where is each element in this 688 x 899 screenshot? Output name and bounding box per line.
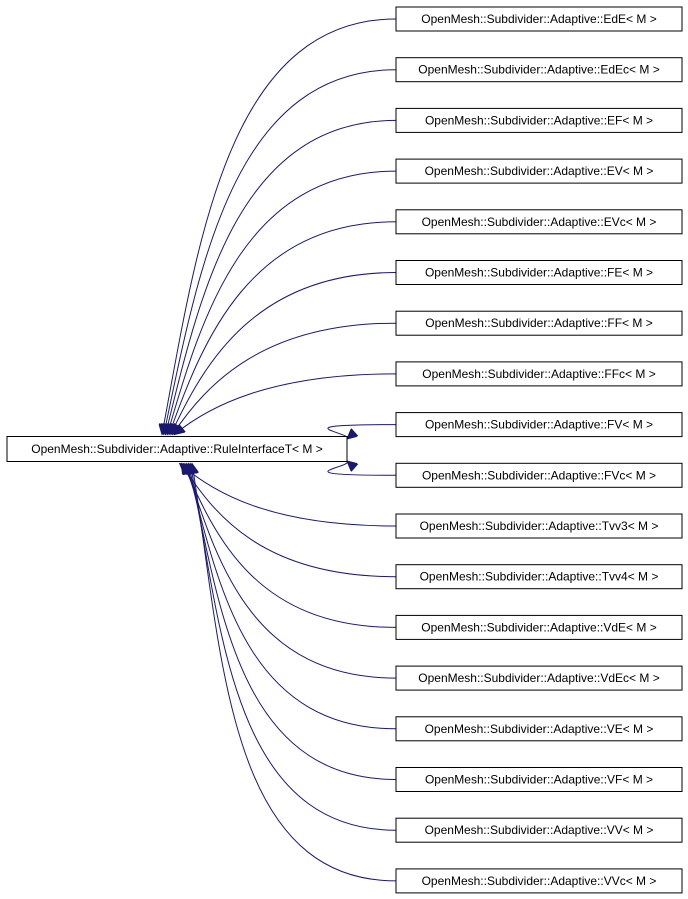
derived-class-node-ede-box <box>395 6 683 32</box>
inheritance-edge-ev <box>167 170 397 434</box>
inheritance-edge-vvc <box>192 464 397 882</box>
inheritance-edges <box>162 18 397 882</box>
derived-class-node-vf[interactable]: OpenMesh::Subdivider::Adaptive::VF< M > <box>395 767 683 792</box>
base-class-node[interactable]: OpenMesh::Subdivider::Adaptive::RuleInte… <box>6 436 348 462</box>
class-nodes: OpenMesh::Subdivider::Adaptive::RuleInte… <box>6 6 683 894</box>
inheritance-edge-ede <box>162 18 397 435</box>
derived-class-node-ff-box <box>395 310 683 336</box>
inheritance-edge-tvv4 <box>181 464 397 578</box>
inheritance-edge-fvc <box>327 461 397 476</box>
derived-class-node-edec-box <box>395 57 683 83</box>
derived-class-node-tvv4-box <box>395 564 683 590</box>
derived-class-node-edec-label: OpenMesh::Subdivider::Adaptive::EdEc< M … <box>418 63 659 77</box>
derived-class-node-tvv3[interactable]: OpenMesh::Subdivider::Adaptive::Tvv3< M … <box>395 513 683 539</box>
inheritance-edge-tvv3 <box>180 464 397 527</box>
derived-class-node-ve-box <box>395 716 683 742</box>
derived-class-node-vf-box <box>395 767 683 792</box>
derived-class-node-vdec[interactable]: OpenMesh::Subdivider::Adaptive::VdEc< M … <box>395 665 683 691</box>
derived-class-node-tvv3-label: OpenMesh::Subdivider::Adaptive::Tvv3< M … <box>420 519 659 533</box>
derived-class-node-ev[interactable]: OpenMesh::Subdivider::Adaptive::EV< M > <box>395 158 683 184</box>
derived-class-node-ev-label: OpenMesh::Subdivider::Adaptive::EV< M > <box>425 164 654 178</box>
derived-class-node-vv-box <box>395 817 683 843</box>
derived-class-node-ev-box <box>395 158 683 184</box>
derived-class-node-fe[interactable]: OpenMesh::Subdivider::Adaptive::FE< M > <box>395 260 683 285</box>
derived-class-node-tvv4[interactable]: OpenMesh::Subdivider::Adaptive::Tvv4< M … <box>395 564 683 590</box>
derived-class-node-vvc[interactable]: OpenMesh::Subdivider::Adaptive::VVc< M > <box>395 868 683 894</box>
derived-class-node-fv-label: OpenMesh::Subdivider::Adaptive::FV< M > <box>425 418 653 432</box>
derived-class-node-ve-label: OpenMesh::Subdivider::Adaptive::VE< M > <box>425 722 654 736</box>
derived-class-node-fvc-label: OpenMesh::Subdivider::Adaptive::FVc< M > <box>422 468 656 482</box>
derived-class-node-vf-label: OpenMesh::Subdivider::Adaptive::VF< M > <box>425 773 653 787</box>
derived-class-node-ef[interactable]: OpenMesh::Subdivider::Adaptive::EF< M > <box>395 107 683 133</box>
derived-class-node-fe-box <box>395 260 683 285</box>
derived-class-node-vvc-label: OpenMesh::Subdivider::Adaptive::VVc< M > <box>422 874 657 888</box>
derived-class-node-ve[interactable]: OpenMesh::Subdivider::Adaptive::VE< M > <box>395 716 683 742</box>
base-class-node-box <box>6 436 348 462</box>
derived-class-node-ff-label: OpenMesh::Subdivider::Adaptive::FF< M > <box>425 316 652 330</box>
derived-class-node-fvc-box <box>395 462 683 488</box>
derived-class-node-tvv4-label: OpenMesh::Subdivider::Adaptive::Tvv4< M … <box>420 570 659 584</box>
inheritance-edge-edec <box>164 69 397 435</box>
inheritance-edge-ffc <box>174 373 397 435</box>
derived-class-node-evc-box <box>395 209 683 235</box>
derived-class-node-evc-label: OpenMesh::Subdivider::Adaptive::EVc< M > <box>422 215 657 229</box>
derived-class-node-vdec-box <box>395 665 683 691</box>
derived-class-node-evc[interactable]: OpenMesh::Subdivider::Adaptive::EVc< M > <box>395 209 683 235</box>
derived-class-node-ff[interactable]: OpenMesh::Subdivider::Adaptive::FF< M > <box>395 310 683 336</box>
derived-class-node-ede[interactable]: OpenMesh::Subdivider::Adaptive::EdE< M > <box>395 6 683 32</box>
inheritance-edge-fe <box>171 272 397 435</box>
base-class-node-label: OpenMesh::Subdivider::Adaptive::RuleInte… <box>31 442 323 456</box>
derived-class-node-vde-label: OpenMesh::Subdivider::Adaptive::VdE< M > <box>421 620 656 634</box>
derived-class-node-vvc-box <box>395 868 683 894</box>
inheritance-edge-ef <box>166 119 397 434</box>
inheritance-edge-evc <box>169 221 397 435</box>
derived-class-node-ef-box <box>395 107 683 133</box>
derived-class-node-fv[interactable]: OpenMesh::Subdivider::Adaptive::FV< M > <box>395 412 683 438</box>
derived-class-node-vv[interactable]: OpenMesh::Subdivider::Adaptive::VV< M > <box>395 817 683 843</box>
derived-class-node-ffc[interactable]: OpenMesh::Subdivider::Adaptive::FFc< M > <box>395 361 683 387</box>
derived-class-node-edec[interactable]: OpenMesh::Subdivider::Adaptive::EdEc< M … <box>395 57 683 83</box>
derived-class-node-ffc-box <box>395 361 683 387</box>
derived-class-node-vde-box <box>395 614 683 640</box>
inheritance-edge-vv <box>190 464 397 831</box>
derived-class-node-tvv3-box <box>395 513 683 539</box>
derived-class-node-ef-label: OpenMesh::Subdivider::Adaptive::EF< M > <box>425 113 653 127</box>
derived-class-node-vde[interactable]: OpenMesh::Subdivider::Adaptive::VdE< M > <box>395 614 683 640</box>
derived-class-node-ede-label: OpenMesh::Subdivider::Adaptive::EdE< M > <box>421 12 656 26</box>
derived-class-node-fvc[interactable]: OpenMesh::Subdivider::Adaptive::FVc< M > <box>395 462 683 488</box>
derived-class-node-fv-box <box>395 412 683 438</box>
derived-class-node-vdec-label: OpenMesh::Subdivider::Adaptive::VdEc< M … <box>418 671 659 685</box>
derived-class-node-vv-label: OpenMesh::Subdivider::Adaptive::VV< M > <box>425 823 654 837</box>
derived-class-node-fe-label: OpenMesh::Subdivider::Adaptive::FE< M > <box>425 266 653 280</box>
inheritance-edge-ff <box>173 322 397 434</box>
derived-class-node-ffc-label: OpenMesh::Subdivider::Adaptive::FFc< M > <box>422 367 655 381</box>
inheritance-edge-vf <box>188 464 397 780</box>
